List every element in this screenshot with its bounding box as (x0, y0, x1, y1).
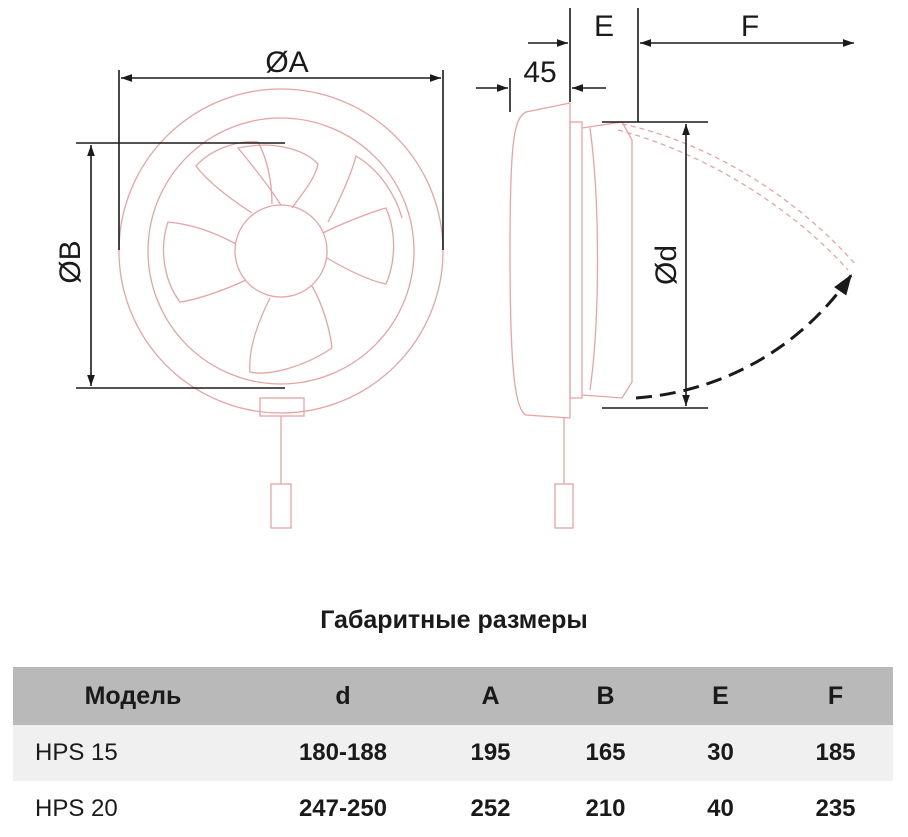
table-header-row: Модель d A B E F (13, 667, 893, 725)
cell-a: 252 (433, 781, 548, 837)
table-row: HPS 20 247-250 252 210 40 235 (13, 781, 893, 837)
label-dim-45: 45 (523, 56, 556, 89)
cell-b: 210 (548, 781, 663, 837)
fan-dimension-drawing: ØA ØB 45 E F Ød (54, 8, 857, 529)
open-shutter-dashed (621, 123, 857, 266)
table-row: HPS 15 180-188 195 165 30 185 (13, 725, 893, 781)
cell-d: 247-250 (253, 781, 433, 837)
fan-switch (259, 397, 305, 417)
cell-model: HPS 15 (13, 725, 253, 781)
cell-e: 30 (663, 725, 778, 781)
cell-f: 235 (778, 781, 893, 837)
fan-grille-ring (147, 117, 415, 385)
header-b: B (548, 667, 663, 725)
fan-side-view (509, 102, 857, 529)
fan-hub (234, 204, 328, 298)
table-title: Габаритные размеры (320, 606, 588, 634)
label-dim-d: Ød (650, 245, 683, 285)
header-a: A (433, 667, 548, 725)
side-housing (509, 102, 571, 419)
header-d: d (253, 667, 433, 725)
header-e: E (663, 667, 778, 725)
header-f: F (778, 667, 893, 725)
label-dim-F: F (741, 10, 759, 43)
side-cord-handle (554, 483, 574, 529)
cell-f: 185 (778, 725, 893, 781)
dimensions-table: Модель d A B E F HPS 15 180-188 195 165 … (13, 667, 893, 837)
swing-arrow (635, 273, 854, 400)
fan-blades (162, 141, 403, 374)
fan-front-view (118, 88, 444, 529)
fan-outer-rim (118, 88, 444, 414)
dimension-lines (76, 8, 854, 409)
cell-a: 195 (433, 725, 548, 781)
label-dim-B: ØB (54, 240, 87, 283)
header-model: Модель (13, 667, 253, 725)
pull-cord-handle (270, 483, 292, 529)
cell-b: 165 (548, 725, 663, 781)
cell-e: 40 (663, 781, 778, 837)
cell-d: 180-188 (253, 725, 433, 781)
label-dim-A: ØA (265, 46, 308, 79)
label-dim-E: E (594, 10, 614, 43)
cell-model: HPS 20 (13, 781, 253, 837)
